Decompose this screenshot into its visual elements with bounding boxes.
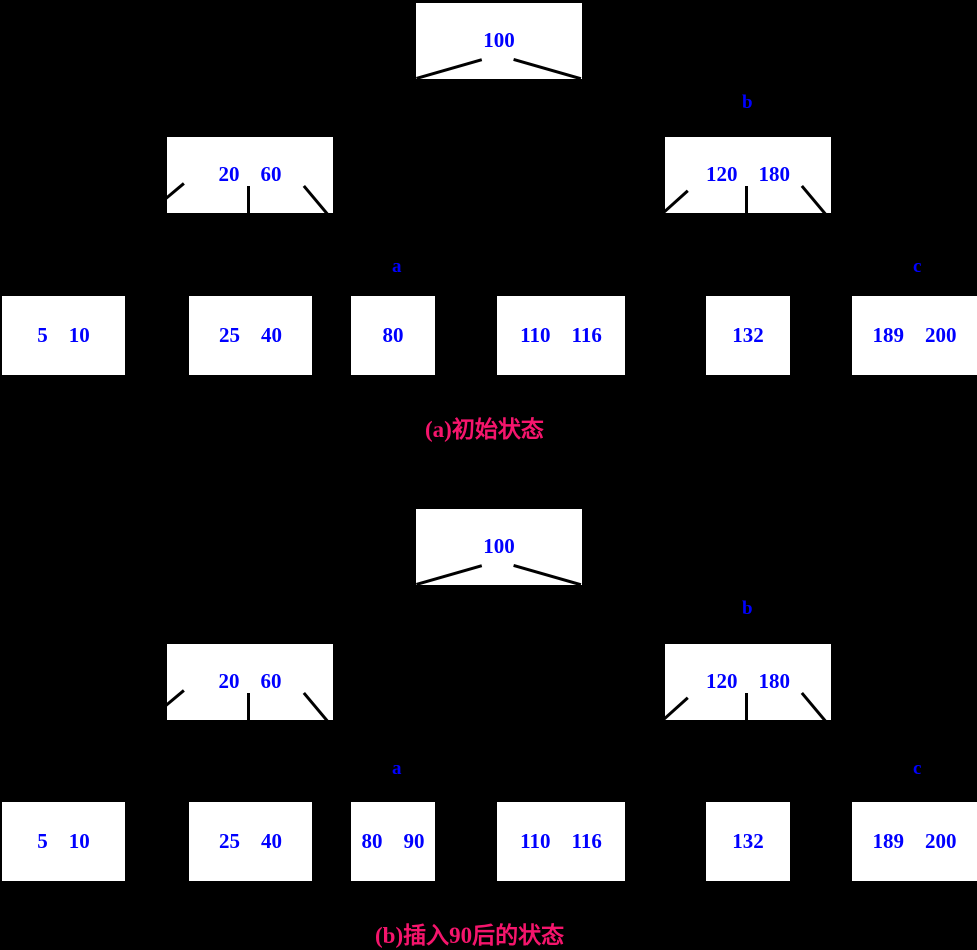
node-keys: 120 180 <box>706 162 790 186</box>
node-keys: 189 200 <box>872 828 957 853</box>
node-keys: 132 <box>732 322 764 347</box>
node-leaf-6-b: 189 200 <box>852 802 977 881</box>
child-pointer-middle-icon <box>745 693 748 720</box>
node-keys: 100 <box>483 28 515 52</box>
child-pointer-middle-icon <box>745 186 748 213</box>
node-root-a: 100 <box>416 3 582 79</box>
node-keys: 110 116 <box>520 828 602 853</box>
node-internal-right-a: 120 180 <box>665 137 831 213</box>
node-keys: 189 200 <box>872 322 957 347</box>
pointer-label-b-b: b <box>742 598 753 619</box>
node-leaf-1-a: 5 10 <box>2 296 125 375</box>
child-pointer-right-icon <box>513 564 582 585</box>
node-keys: 100 <box>483 534 515 558</box>
child-pointer-middle-icon <box>247 693 250 720</box>
node-internal-left-b: 20 60 <box>167 644 333 720</box>
pointer-label-c-a: c <box>913 256 922 277</box>
child-pointer-right-icon <box>302 185 329 213</box>
caption-panel-b: (b)插入90后的状态 <box>375 923 565 948</box>
child-pointer-left-icon <box>665 696 689 720</box>
node-leaf-3-a: 80 <box>351 296 435 375</box>
node-leaf-2-b: 25 40 <box>189 802 312 881</box>
child-pointer-right-icon <box>302 692 329 720</box>
node-internal-left-a: 20 60 <box>167 137 333 213</box>
node-keys: 120 180 <box>706 669 790 693</box>
node-keys: 25 40 <box>219 322 282 347</box>
child-pointer-left-icon <box>416 58 483 79</box>
node-keys: 80 <box>382 322 404 347</box>
pointer-label-b-a: b <box>742 92 753 113</box>
node-keys: 20 60 <box>218 669 282 693</box>
pointer-label-a-a: a <box>392 256 402 277</box>
node-keys: 80 90 <box>361 828 425 853</box>
child-pointer-right-icon <box>800 185 827 213</box>
node-root-b: 100 <box>416 509 582 585</box>
pointer-label-c-b: c <box>913 758 922 779</box>
child-pointer-left-icon <box>665 189 689 213</box>
node-leaf-3-b: 80 90 <box>351 802 435 881</box>
node-leaf-5-a: 132 <box>706 296 790 375</box>
child-pointer-right-icon <box>513 58 582 79</box>
child-pointer-middle-icon <box>247 186 250 213</box>
child-pointer-left-icon <box>416 564 483 585</box>
node-leaf-4-b: 110 116 <box>497 802 625 881</box>
node-leaf-2-a: 25 40 <box>189 296 312 375</box>
child-pointer-right-icon <box>800 692 827 720</box>
caption-panel-a: (a)初始状态 <box>425 417 544 442</box>
node-keys: 132 <box>732 828 764 853</box>
node-leaf-4-a: 110 116 <box>497 296 625 375</box>
node-internal-right-b: 120 180 <box>665 644 831 720</box>
node-leaf-5-b: 132 <box>706 802 790 881</box>
node-keys: 110 116 <box>520 322 602 347</box>
node-keys: 5 10 <box>37 828 90 853</box>
pointer-label-a-b: a <box>392 758 402 779</box>
node-keys: 25 40 <box>219 828 282 853</box>
node-leaf-1-b: 5 10 <box>2 802 125 881</box>
node-keys: 20 60 <box>218 162 282 186</box>
node-keys: 5 10 <box>37 322 90 347</box>
node-leaf-6-a: 189 200 <box>852 296 977 375</box>
